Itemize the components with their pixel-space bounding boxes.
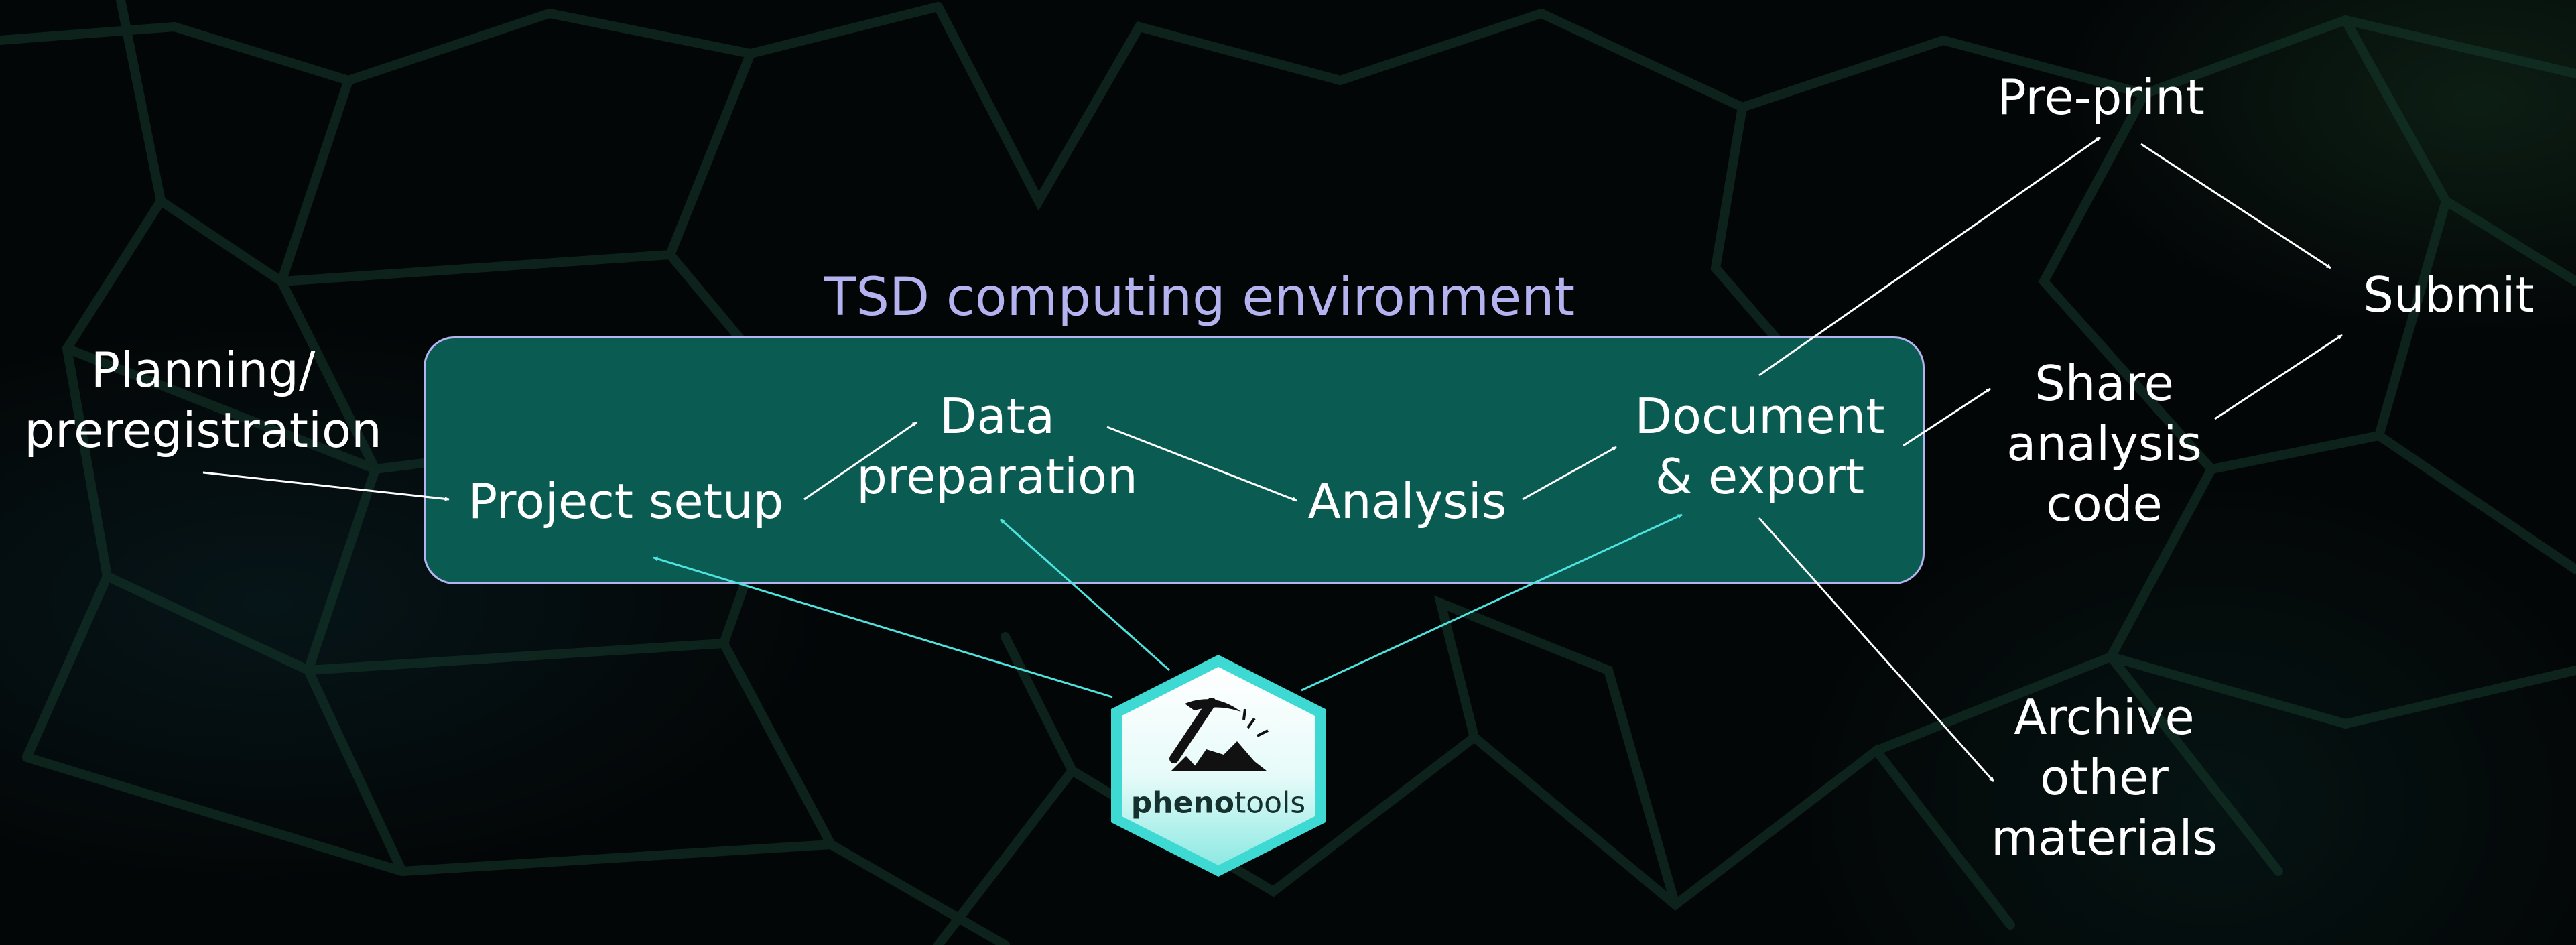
arrow-share-to-submit: [2214, 334, 2343, 420]
arrow-document-to-preprint: [1758, 136, 2101, 377]
arrow-phenotools-to-setup: [653, 556, 1113, 698]
node-project-setup: Project setup: [468, 473, 784, 529]
pickaxe-icon: [1169, 698, 1269, 771]
arrow-phenotools-to-document: [1301, 513, 1683, 692]
tsd-environment-box: [424, 336, 1925, 584]
node-archive-other-materials: Archive other materials: [1990, 689, 2218, 866]
node-document-export: Document & export: [1634, 388, 1885, 505]
arrow-phenotools-to-preparation: [1000, 518, 1170, 672]
phenotools-wordmark: phenotools: [1131, 786, 1305, 820]
arrow-setup-to-preparation: [803, 421, 917, 501]
node-share-analysis-code: Share analysis code: [2006, 355, 2202, 532]
phenotools-wordmark-prefix: pheno: [1131, 785, 1234, 820]
node-planning: Planning/ preregistration: [24, 342, 382, 458]
arrow-document-to-archive: [1758, 517, 1995, 782]
arrow-planning-to-setup: [202, 471, 450, 501]
arrow-preprint-to-submit: [2140, 143, 2331, 269]
node-submit: Submit: [2363, 267, 2534, 323]
environment-title: TSD computing environment: [824, 267, 1575, 328]
arrow-document-to-share: [1903, 387, 1991, 447]
phenotools-wordmark-suffix: tools: [1234, 785, 1306, 820]
arrow-preparation-to-analysis: [1106, 426, 1297, 502]
node-data-preparation: Data preparation: [856, 388, 1138, 505]
node-analysis: Analysis: [1307, 473, 1507, 529]
arrow-analysis-to-document: [1522, 446, 1617, 501]
node-preprint: Pre-print: [1997, 69, 2205, 125]
